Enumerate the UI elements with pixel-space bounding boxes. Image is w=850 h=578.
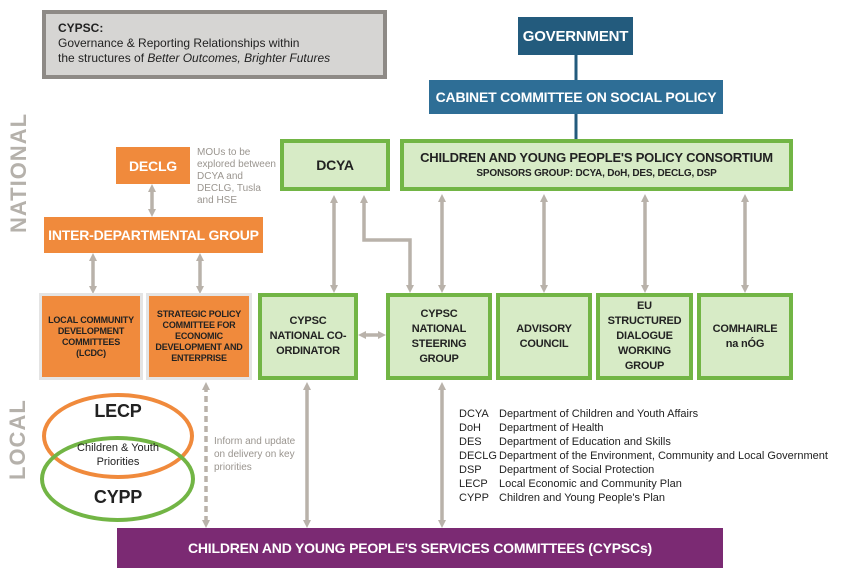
inform-note: Inform and update on delivery on key pri… — [214, 436, 296, 473]
eu-structured-dialogue-box: EU STRUCTURED DIALOGUE WORKING GROUP — [596, 293, 693, 380]
legend-row: CYPP Children and Young People's Plan — [459, 491, 839, 505]
inter-departmental-group-box: INTER-DEPARTMENTAL GROUP — [44, 217, 263, 253]
national-side-label: NATIONAL — [6, 112, 31, 233]
local-side-label: LOCAL — [5, 399, 30, 480]
lecp-label: LECP — [94, 400, 142, 421]
legend-desc: Department of Social Protection — [499, 464, 655, 476]
legend-row: LECP Local Economic and Community Plan — [459, 477, 839, 491]
legend-desc: Department of the Environment, Community… — [499, 450, 828, 462]
national-coordinator-box: CYPSC NATIONAL CO-ORDINATOR — [258, 293, 358, 380]
title-line1: Governance & Reporting Relationships wit… — [58, 36, 300, 50]
declg-box: DECLG — [116, 147, 190, 184]
legend-row: DSP Department of Social Protection — [459, 463, 839, 477]
comhairle-na-nog-box: COMHAIRLE na nÓG — [697, 293, 793, 380]
legend-desc: Department of Children and Youth Affairs — [499, 408, 699, 420]
legend-abbr: CYPP — [459, 492, 489, 504]
title-heading: CYPSC: — [58, 21, 104, 35]
cypp-label: CYPP — [93, 486, 143, 507]
title-line2-prefix: the structures of — [58, 51, 148, 65]
legend-row: DES Department of Education and Skills — [459, 435, 839, 449]
legend-abbr: DECLG — [459, 450, 497, 462]
legend-desc: Children and Young People's Plan — [499, 492, 666, 504]
legend-abbr: DoH — [459, 422, 482, 434]
cypsc-bar: CHILDREN AND YOUNG PEOPLE'S SERVICES COM… — [117, 528, 723, 568]
legend-row: DoH Department of Health — [459, 421, 839, 435]
title-line2-italic: Better Outcomes, Brighter Futures — [147, 51, 331, 65]
consortium-box: CHILDREN AND YOUNG PEOPLE'S POLICY CONSO… — [400, 139, 793, 191]
mou-note: MOUs to be explored between DCYA and DEC… — [197, 147, 276, 206]
legend-abbr: DCYA — [459, 408, 489, 420]
consortium-subtitle: SPONSORS GROUP: DCYA, DoH, DES, DECLG, D… — [476, 168, 717, 179]
priorities-label: Children & Youth Priorities — [77, 442, 159, 468]
legend-abbr: DSP — [459, 464, 482, 476]
legend-desc: Department of Health — [499, 422, 604, 434]
title-line2: the structures of Better Outcomes, Brigh… — [58, 51, 371, 66]
title-box: CYPSC: Governance & Reporting Relationsh… — [42, 10, 387, 79]
abbreviation-legend: DCYA Department of Children and Youth Aff… — [459, 407, 839, 505]
consortium-title: CHILDREN AND YOUNG PEOPLE'S POLICY CONSO… — [420, 150, 773, 165]
legend-abbr: DES — [459, 436, 482, 448]
lcdc-box: LOCAL COMMUNITY DEVELOPMENT COMMITTEES (… — [39, 293, 143, 380]
cypp-ellipse — [40, 436, 195, 522]
dcya-steering-arrow — [360, 195, 414, 293]
advisory-council-box: ADVISORY COUNCIL — [496, 293, 592, 380]
national-steering-group-box: CYPSC NATIONAL STEERING GROUP — [386, 293, 492, 380]
legend-abbr: LECP — [459, 478, 488, 490]
cabinet-committee-box: CABINET COMMITTEE ON SOCIAL POLICY — [429, 80, 723, 114]
dcya-box: DCYA — [280, 139, 390, 191]
government-box: GOVERNMENT — [518, 17, 633, 55]
spc-box: STRATEGIC POLICY COMMITTEE FOR ECONOMIC … — [146, 293, 252, 380]
legend-desc: Local Economic and Community Plan — [499, 478, 682, 490]
legend-desc: Department of Education and Skills — [499, 436, 671, 448]
legend-row: DCYA Department of Children and Youth Aff… — [459, 407, 839, 421]
